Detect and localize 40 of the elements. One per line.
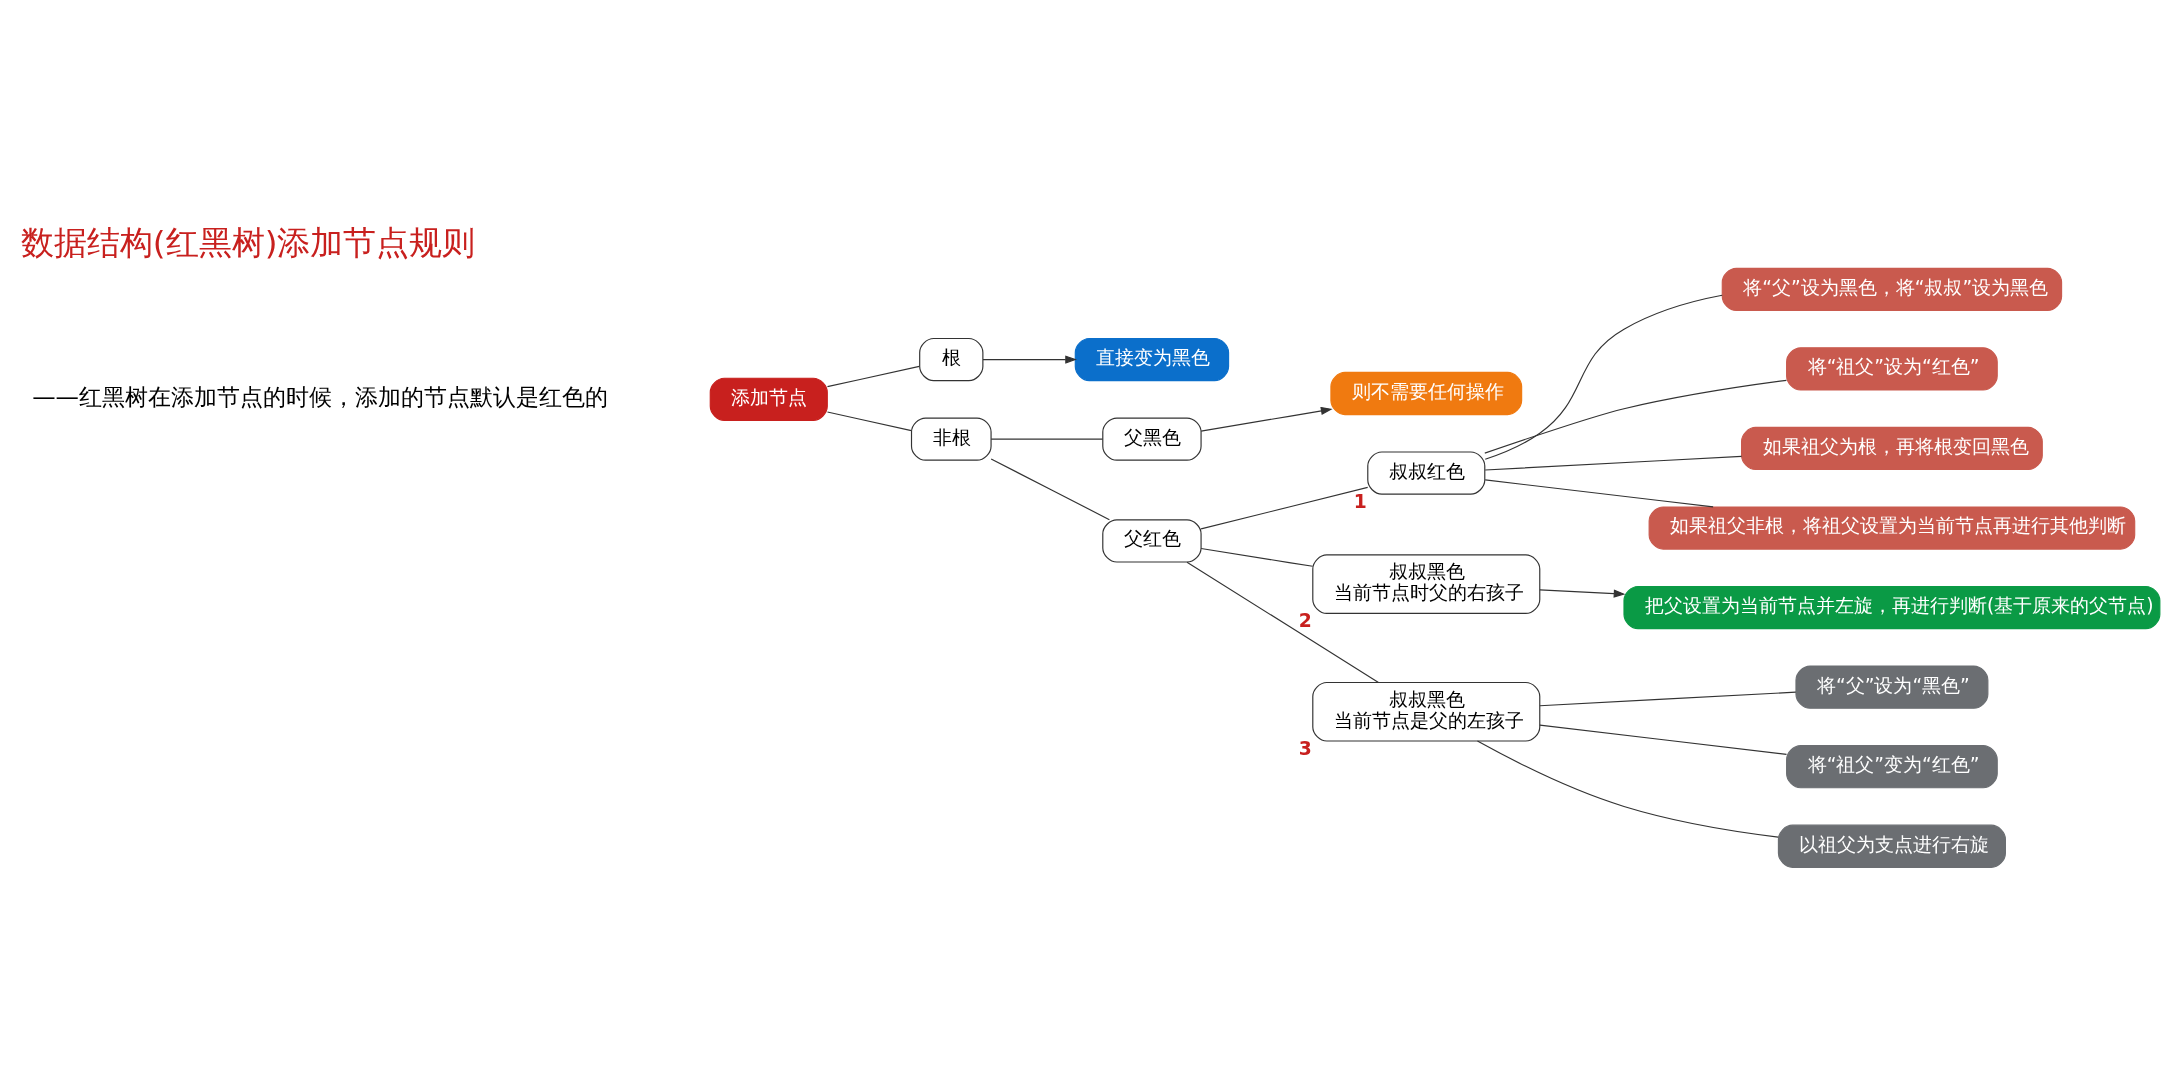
node-box: 将“祖父”变为“红色” (1786, 745, 1998, 789)
connector (1476, 740, 1779, 838)
arrow (1200, 406, 1333, 432)
node-box: 将“父”设为黑色，将“叔叔”设为黑色 (1721, 267, 2063, 311)
node-box: 父黑色 (1102, 417, 1202, 461)
node-box: 根 (919, 337, 984, 382)
connector (1484, 479, 1714, 508)
connector (990, 458, 1110, 521)
connector (1539, 724, 1788, 755)
connector (1484, 455, 1743, 471)
node-box: 以祖父为支点进行右旋 (1777, 824, 2006, 868)
connector (1539, 691, 1797, 707)
arrow (982, 355, 1077, 364)
connector (1200, 486, 1369, 530)
node-box: 将“祖父”设为“红色” (1786, 347, 1998, 391)
node-box: 非根 (910, 417, 992, 461)
node-box: 叔叔黑色 当前节点是父的左孩子 (1312, 681, 1541, 742)
label: ——红黑树在添加节点的时候，添加的节点默认是红色的 (32, 383, 608, 412)
node-label: 1 (1353, 490, 1367, 512)
connector (826, 365, 920, 388)
node-box: 直接变为黑色 (1074, 337, 1230, 382)
connector (1484, 379, 1787, 454)
node-box: 如果祖父为根，再将根变回黑色 (1741, 426, 2043, 471)
connector (1200, 547, 1314, 567)
node-box: 把父设置为当前节点并左旋，再进行判断(基于原来的父节点) (1623, 585, 2161, 630)
diagram-title: 数据结构(红黑树)添加节点规则 (20, 223, 476, 262)
node-box: 将“父”设为“黑色” (1795, 665, 1989, 709)
connector (1186, 561, 1380, 683)
node-label: 2 (1298, 610, 1312, 632)
node-box: 叔叔红色 (1367, 451, 1486, 495)
connector (990, 438, 1104, 440)
node-box: 如果祖父非根，将祖父设置为当前节点再进行其他判断 (1648, 506, 2136, 550)
connector (1484, 294, 1723, 460)
node-box: 添加节点 (709, 377, 828, 421)
node-box: 叔叔黑色 当前节点时父的右孩子 (1312, 554, 1541, 615)
connector (826, 411, 912, 432)
node-box: 父红色 (1102, 519, 1202, 563)
node-box: 则不需要任何操作 (1330, 371, 1523, 416)
arrow (1539, 589, 1626, 598)
node-label: 3 (1298, 737, 1312, 759)
